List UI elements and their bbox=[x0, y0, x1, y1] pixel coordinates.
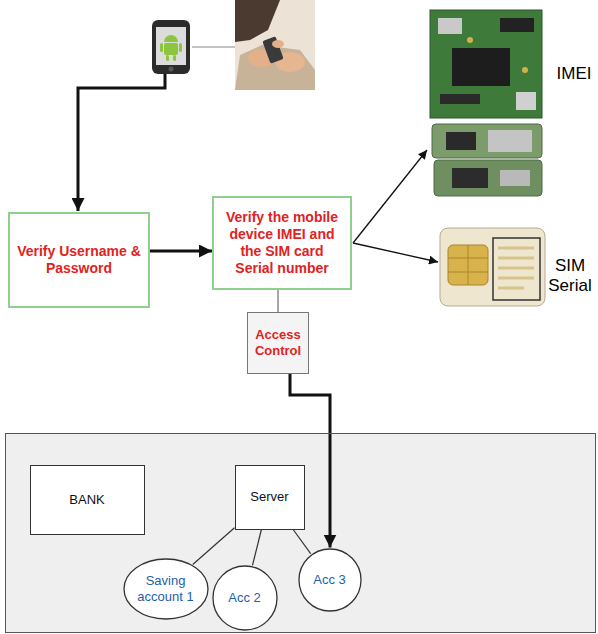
process-box: Verify the mobile device IMEI and the SI… bbox=[212, 196, 352, 290]
connector bbox=[193, 528, 235, 565]
bank-region: BANK ServerSaving account 1 Acc 2 Acc 3 bbox=[5, 433, 596, 633]
pointer-arrow bbox=[353, 243, 438, 262]
part-label: SIM Serial bbox=[546, 256, 594, 297]
phone-icon bbox=[152, 20, 190, 74]
connector bbox=[293, 530, 311, 554]
region-ground bbox=[5, 433, 596, 633]
ellipse-outline bbox=[213, 566, 277, 630]
connector bbox=[150, 250, 212, 253]
box-label: Access Control bbox=[251, 327, 305, 358]
box-label: Saving account 1 bbox=[132, 573, 200, 604]
texting-photo bbox=[235, 0, 315, 90]
server-box: Server bbox=[235, 465, 305, 530]
bank-box: BANK bbox=[30, 465, 145, 535]
box-label: Acc 3 bbox=[313, 572, 346, 588]
account-circle: Acc 3 bbox=[298, 548, 362, 612]
account-circle: Acc 2 bbox=[212, 565, 278, 631]
account-ellipse: Saving account 1 bbox=[123, 558, 209, 620]
box-label: BANK bbox=[69, 492, 104, 508]
box-label: Server bbox=[250, 489, 288, 505]
sim-card-picture bbox=[440, 228, 545, 306]
box-label: Acc 2 bbox=[228, 590, 261, 606]
connector bbox=[252, 530, 261, 566]
circuit-board-picture bbox=[430, 10, 542, 196]
ellipse-outline bbox=[299, 549, 361, 611]
connector bbox=[277, 290, 279, 312]
box-label: Verify the mobile device IMEI and the SI… bbox=[221, 209, 343, 276]
part-label: IMEI bbox=[552, 64, 596, 84]
entry-arrow bbox=[78, 74, 165, 211]
process-box: Verify Username & Password bbox=[8, 212, 150, 308]
pointer-arrow bbox=[353, 150, 427, 243]
box-label: Verify Username & Password bbox=[17, 243, 141, 277]
leader-line bbox=[192, 46, 235, 47]
control-box: Access Control bbox=[247, 312, 309, 374]
ellipse-outline bbox=[124, 559, 208, 619]
